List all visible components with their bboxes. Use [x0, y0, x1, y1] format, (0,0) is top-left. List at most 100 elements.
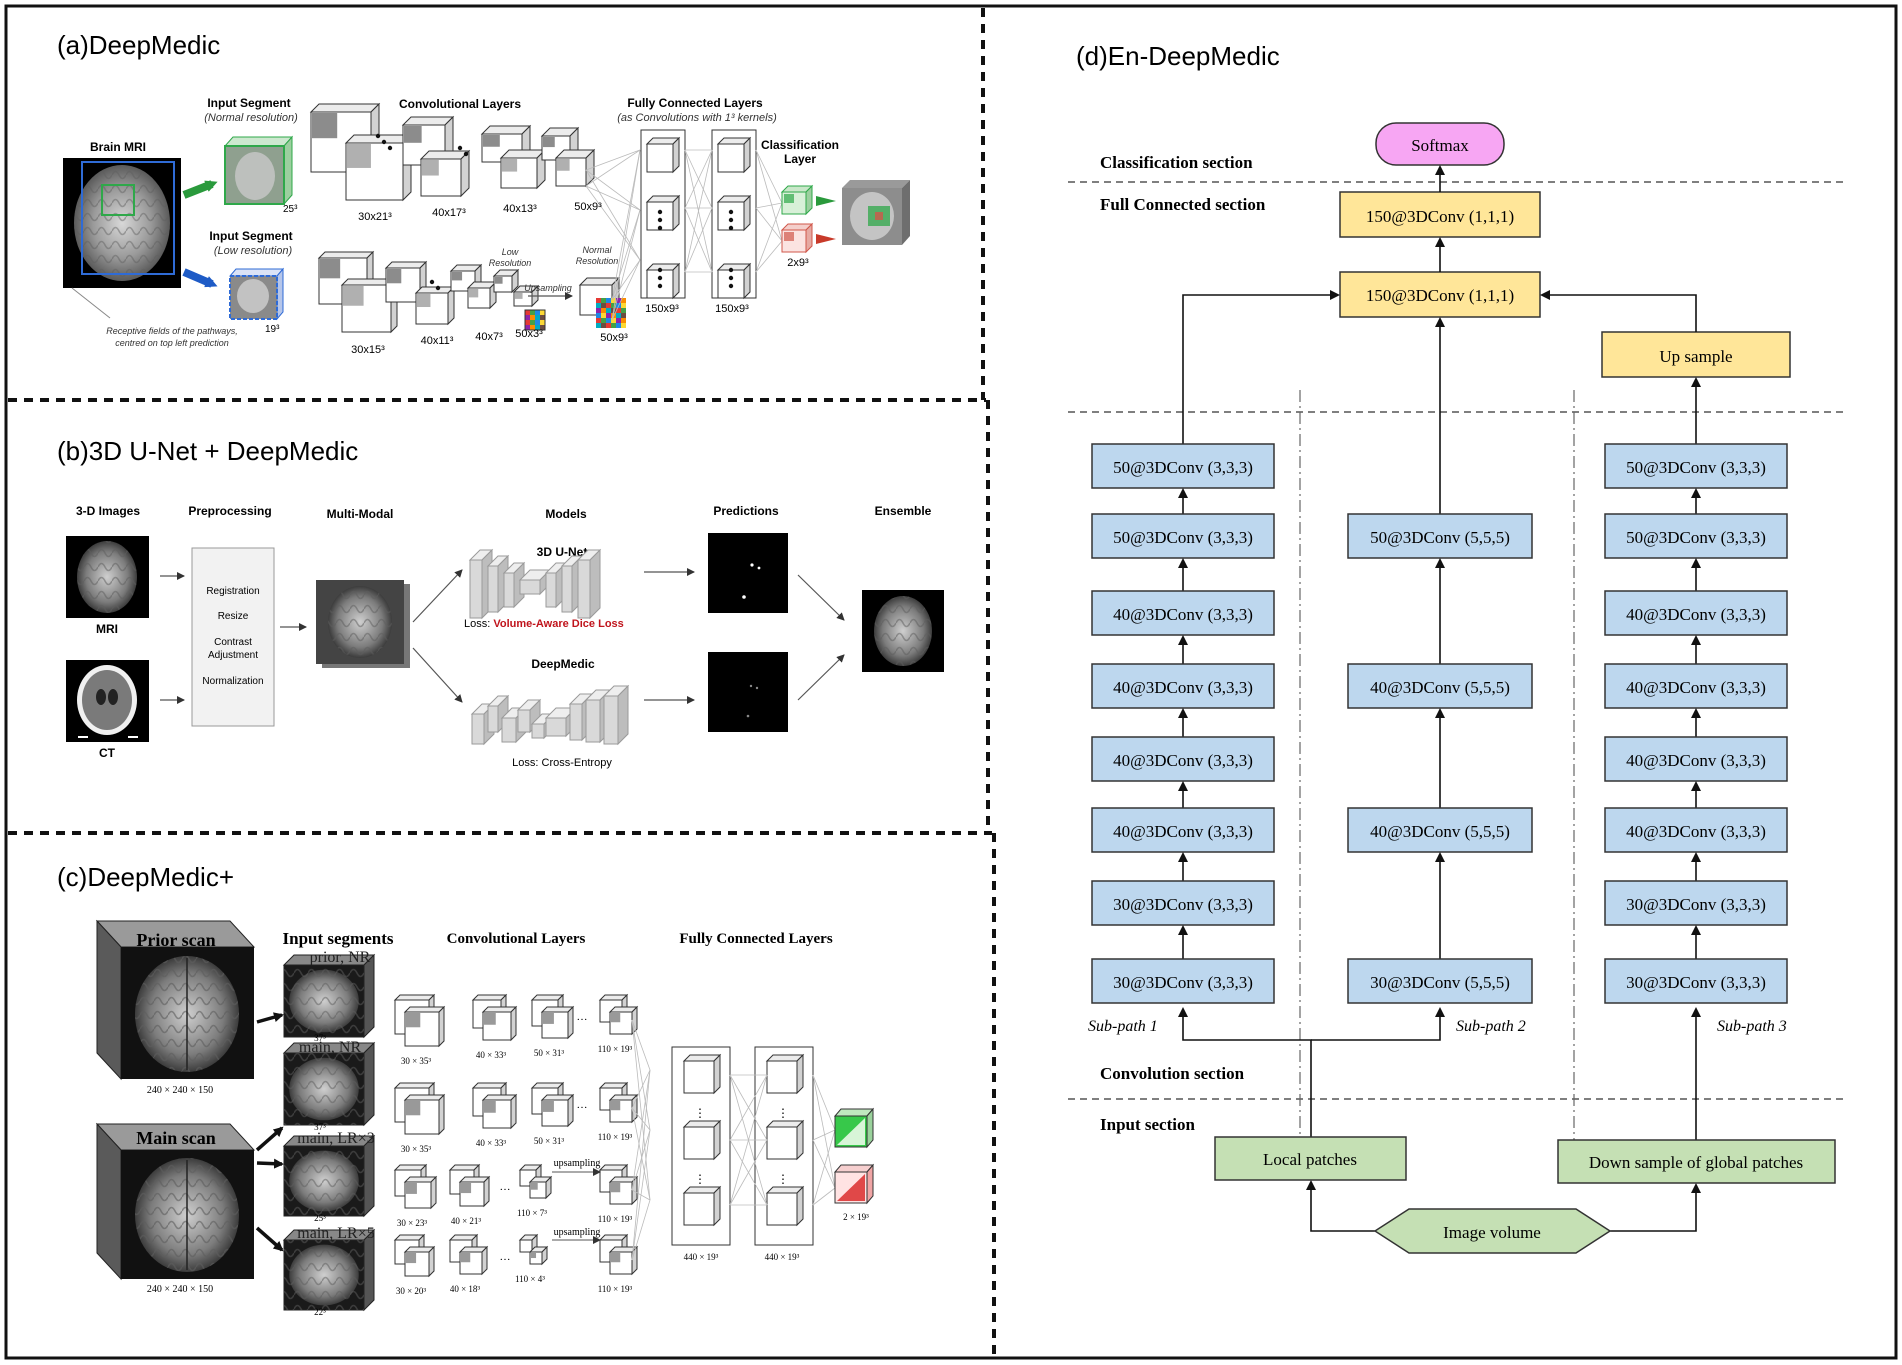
- upsampling-label: Upsampling: [524, 283, 572, 293]
- dim-in-top: 25³: [283, 204, 298, 215]
- ct-label: CT: [99, 746, 116, 760]
- col-multimodal: Multi-Modal: [327, 507, 394, 521]
- conv-box-label: 40@3DConv (3,3,3): [1113, 678, 1253, 697]
- conv-c-1-3-b: [608, 1093, 639, 1124]
- dm-loss: Loss: Cross-Entropy: [512, 757, 612, 769]
- scan-dim-2: 240 × 240 × 150: [147, 1284, 213, 1295]
- fc-c-0-0: [682, 1053, 722, 1095]
- input-segment-cubes: [282, 953, 376, 1312]
- path3: 50@3DConv (3,3,3)50@3DConv (3,3,3)40@3DC…: [1604, 443, 1788, 1004]
- seg-dim-1: 37³: [314, 1033, 326, 1043]
- dot: [381, 139, 387, 145]
- output-cubes-c: [833, 1107, 875, 1205]
- path2: 50@3DConv (5,5,5)40@3DConv (5,5,5)40@3DC…: [1347, 513, 1533, 1004]
- down-sample-box: [1557, 1139, 1836, 1184]
- section-input: Input section: [1100, 1115, 1195, 1134]
- conv-box: [1347, 958, 1533, 1004]
- subpath-3: Sub-path 3: [1717, 1018, 1787, 1035]
- frame: [4, 4, 1898, 1360]
- fc-cube-0-2: [645, 262, 681, 300]
- fc-sub-label: (as Convolutions with 1³ kernels): [617, 112, 777, 124]
- conv-c-0-0-b: [403, 1005, 446, 1048]
- conv-c-3-0-b: [403, 1245, 436, 1278]
- low-res-1: Low: [502, 247, 519, 257]
- conv-box: [1347, 513, 1533, 559]
- dim-c4-top: 50x9³: [574, 201, 602, 213]
- fc-cube-0-0: [645, 136, 681, 174]
- dot: [375, 133, 381, 139]
- conv-box-label: 50@3DConv (5,5,5): [1370, 528, 1510, 547]
- svg-text:⋮: ⋮: [777, 1172, 789, 1186]
- dot: [463, 151, 469, 157]
- prediction-deepmedic: [708, 652, 788, 732]
- conv-cube-top-7: [554, 148, 596, 188]
- conv-box-label: 40@3DConv (3,3,3): [1113, 751, 1253, 770]
- conv-box-label: 40@3DConv (3,3,3): [1626, 605, 1766, 624]
- fc-dim-2: 440 × 19³: [765, 1252, 800, 1262]
- fc-columns: [640, 129, 783, 300]
- conv-c-1-2-b: [540, 1093, 575, 1128]
- conv-box-label: 30@3DConv (5,5,5): [1370, 973, 1510, 992]
- step-registration: Registration: [206, 586, 259, 597]
- local-patches-box: [1214, 1136, 1407, 1181]
- conv-dim-label: 50 × 31³: [534, 1136, 565, 1146]
- ensemble-image: [862, 590, 944, 672]
- subpath-2: Sub-path 2: [1456, 1018, 1526, 1035]
- output-segmentation: [842, 180, 910, 245]
- local-patches-label: Local patches: [1263, 1150, 1357, 1169]
- conv-box-label: 50@3DConv (3,3,3): [1113, 458, 1253, 477]
- mri-label: MRI: [96, 622, 118, 636]
- seg-label-main-lr3: main, LR×3: [297, 1130, 374, 1147]
- dim-fc1: 150x9³: [645, 303, 679, 315]
- panel-d: (d)En-DeepMedic Classification section F…: [1068, 41, 1845, 1254]
- seg-label-main-nr: main, NR: [299, 1039, 362, 1056]
- fc-layers-label: Fully Connected Layers: [627, 96, 763, 110]
- prior-scan-label: Prior scan: [136, 930, 215, 950]
- col-images: 3-D Images: [76, 504, 140, 518]
- conv-dim-label: 30 × 35³: [401, 1144, 432, 1154]
- unet-block-3: [518, 568, 552, 596]
- class-layer-label-1: Classification: [761, 138, 839, 152]
- deepmedic-label: DeepMedic: [531, 657, 595, 671]
- conv-box: [1347, 807, 1533, 853]
- upsample-label: Up sample: [1659, 347, 1732, 366]
- seg-label-prior-nr: prior, NR: [310, 949, 371, 966]
- upsampling-c-2: upsampling: [554, 1227, 601, 1238]
- image-volume-box: [1373, 1208, 1612, 1254]
- unet-block-6: [576, 548, 602, 620]
- panel-c: (c)DeepMedic+ Prior scan 240 × 240 × 150…: [57, 862, 875, 1317]
- fc-c-1-1: [765, 1119, 805, 1161]
- seg-label-main-lr5: main, LR×5: [297, 1225, 374, 1242]
- conv-box-label: 40@3DConv (5,5,5): [1370, 678, 1510, 697]
- conv-dim-label: 30 × 20³: [396, 1286, 427, 1296]
- main-scan-label: Main scan: [136, 1128, 216, 1148]
- unet-block-2: [502, 561, 526, 609]
- conv-cube-top-3: [419, 149, 471, 198]
- main-scan-cube: [95, 1122, 256, 1281]
- conv-cube-top-5: [499, 148, 547, 190]
- scan-dim-1: 240 × 240 × 150: [147, 1085, 213, 1096]
- conv-paths: 50@3DConv (3,3,3) 50@3DConv (3,3,3) 40@3DC…: [1091, 443, 1788, 1004]
- conv-box: [1091, 958, 1275, 1004]
- conv-cube-top-6: [540, 126, 580, 162]
- fc-dim-1: 440 × 19³: [684, 1252, 719, 1262]
- input-low-label: Input Segment: [209, 229, 292, 243]
- fc-mid-label: 150@3DConv (1,1,1): [1366, 286, 1514, 305]
- conv-box-label: 40@3DConv (3,3,3): [1626, 822, 1766, 841]
- ct-image: [66, 660, 149, 742]
- panel-b: (b)3D U-Net + DeepMedic 3-D Images Prepr…: [57, 436, 944, 769]
- dim-c1-low: 30x15³: [351, 344, 385, 356]
- classification-cubes: [780, 184, 814, 254]
- mri-image: [66, 536, 149, 618]
- dim-in-low: 19³: [265, 324, 280, 335]
- conv-c-3-3-b: [608, 1245, 639, 1276]
- fc-cube-1-2: [716, 262, 752, 300]
- deepmedic-blocks: [470, 684, 630, 746]
- cube-upsampled-grid: [596, 298, 626, 328]
- dim-up: 50x9³: [600, 332, 628, 344]
- conv-box-label: 50@3DConv (3,3,3): [1626, 458, 1766, 477]
- conv-dim-label: 110 × 19³: [598, 1284, 633, 1294]
- low-res-2: Resolution: [489, 258, 532, 268]
- input-normal-label: Input Segment: [207, 96, 290, 110]
